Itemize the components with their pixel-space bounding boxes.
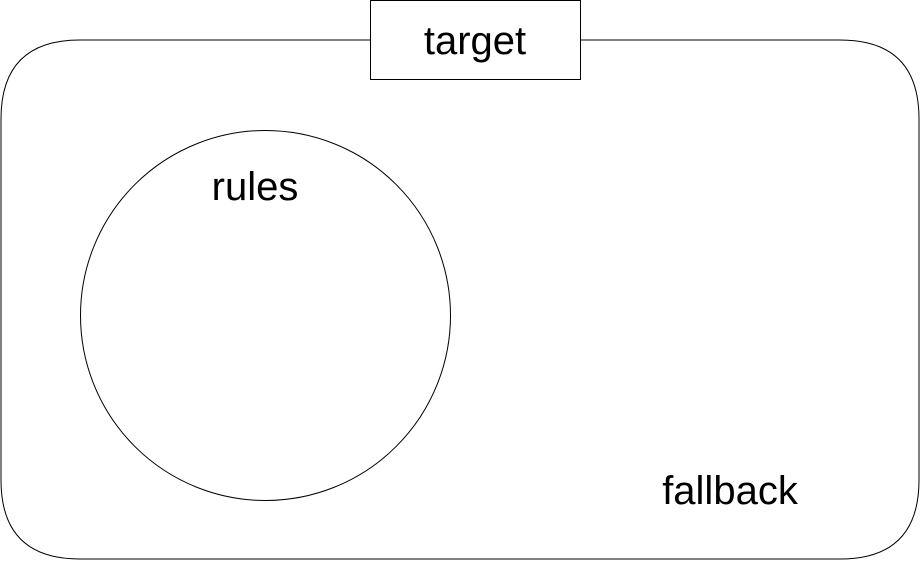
rules-label: rules xyxy=(212,165,299,209)
target-label: target xyxy=(424,19,526,63)
target-box xyxy=(370,0,581,80)
outer-container xyxy=(0,39,920,560)
fallback-label: fallback xyxy=(662,469,799,513)
rules-circle xyxy=(80,130,451,501)
